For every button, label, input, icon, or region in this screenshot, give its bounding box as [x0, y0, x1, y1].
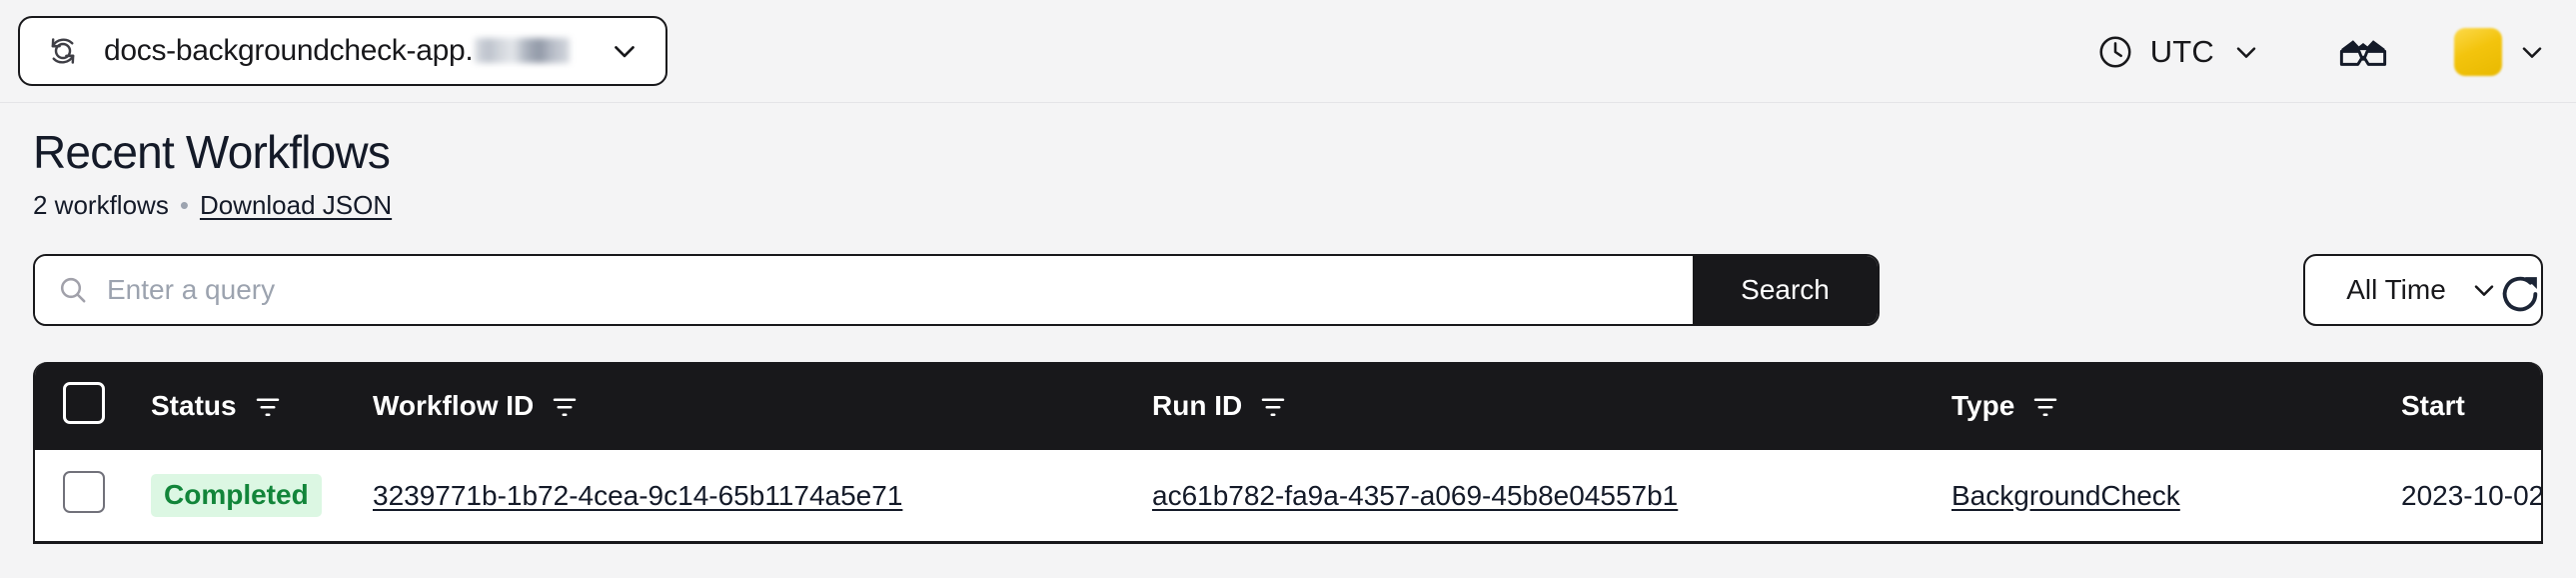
header-start-label: Start — [2401, 390, 2465, 422]
filter-icon[interactable] — [550, 391, 580, 421]
chevron-down-icon[interactable] — [2468, 274, 2500, 306]
namespace-label: docs-backgroundcheck-app. — [104, 34, 571, 68]
cell-workflow-id: 3239771b-1b72-4cea-9c14-65b1174a5e71 — [373, 450, 1152, 542]
timezone-label: UTC — [2149, 33, 2214, 69]
page-subtitle: 2 workflows • Download JSON — [33, 190, 2543, 221]
table-row[interactable]: Completed 3239771b-1b72-4cea-9c14-65b117… — [35, 450, 2541, 543]
cell-start: 2023-10-02 UT — [2401, 450, 2541, 542]
search-bar: Search — [33, 254, 1880, 327]
time-range-selector[interactable]: All Time — [2303, 254, 2543, 327]
header-workflow-id: Workflow ID — [373, 362, 1152, 450]
header-run-id-label: Run ID — [1152, 390, 1243, 422]
page-content: Recent Workflows 2 workflows • Download … — [0, 103, 2576, 544]
top-bar-actions: UTC — [2086, 0, 2548, 103]
glasses-button[interactable] — [2324, 35, 2402, 69]
header-select-all — [35, 362, 151, 450]
cell-run-id: ac61b782-fa9a-4357-a069-45b8e04557b1 — [1152, 450, 1951, 542]
header-workflow-id-label: Workflow ID — [373, 390, 535, 422]
header-type-label: Type — [1951, 390, 2015, 422]
page-title: Recent Workflows — [33, 126, 391, 178]
workflow-type-link[interactable]: BackgroundCheck — [1951, 479, 2180, 511]
cell-type: BackgroundCheck — [1951, 450, 2401, 542]
row-select-cell — [35, 450, 151, 542]
search-button[interactable]: Search — [1693, 256, 1878, 325]
start-time-text: 2023-10-02 UT — [2401, 479, 2543, 511]
glasses-icon — [2338, 35, 2388, 69]
namespace-selector[interactable]: docs-backgroundcheck-app. — [18, 16, 667, 86]
search-row: Search All Time — [33, 254, 2543, 327]
table-header-row: Status Workflow I — [35, 362, 2541, 451]
page-header: Recent Workflows 2 workflows • Download … — [33, 103, 2543, 221]
workflow-id-link[interactable]: 3239771b-1b72-4cea-9c14-65b1174a5e71 — [373, 479, 903, 511]
search-field[interactable] — [35, 256, 1693, 325]
chevron-down-icon[interactable] — [2230, 36, 2262, 68]
clock-icon — [2096, 33, 2134, 71]
user-menu[interactable] — [2454, 27, 2548, 76]
header-type: Type — [1951, 362, 2401, 450]
download-json-link[interactable]: Download JSON — [199, 190, 393, 221]
workflows-table: Status Workflow I — [35, 362, 2541, 544]
status-badge: Completed — [151, 474, 322, 517]
namespace-name-text: docs-backgroundcheck-app. — [104, 34, 474, 67]
avatar — [2454, 27, 2502, 76]
run-id-link[interactable]: ac61b782-fa9a-4357-a069-45b8e04557b1 — [1152, 479, 1679, 511]
table-body: Completed 3239771b-1b72-4cea-9c14-65b117… — [35, 450, 2541, 543]
top-bar: docs-backgroundcheck-app. UTC — [0, 0, 2576, 103]
namespace-redacted-block — [475, 38, 571, 63]
header-start: Start — [2401, 362, 2541, 450]
separator-dot: • — [179, 190, 189, 221]
workflows-table-wrapper: Status Workflow I — [33, 362, 2543, 544]
timezone-selector[interactable]: UTC — [2086, 33, 2272, 71]
search-icon — [57, 274, 89, 306]
namespace-circular-arrows-icon — [42, 30, 84, 72]
workflow-count: 2 workflows — [33, 190, 169, 221]
row-checkbox[interactable] — [63, 471, 105, 514]
cell-status: Completed — [151, 450, 373, 542]
table-head: Status Workflow I — [35, 362, 2541, 451]
filter-icon[interactable] — [1258, 391, 1288, 421]
select-all-checkbox[interactable] — [63, 381, 105, 424]
refresh-icon[interactable] — [2497, 271, 2543, 317]
header-run-id: Run ID — [1152, 362, 1951, 450]
filter-icon[interactable] — [253, 391, 283, 421]
search-input[interactable] — [107, 256, 1693, 325]
chevron-down-icon[interactable] — [2516, 36, 2548, 68]
time-range-label: All Time — [2346, 274, 2446, 306]
header-status: Status — [151, 362, 373, 450]
header-status-label: Status — [151, 390, 237, 422]
chevron-down-icon[interactable] — [608, 34, 642, 68]
filter-icon[interactable] — [2030, 391, 2060, 421]
